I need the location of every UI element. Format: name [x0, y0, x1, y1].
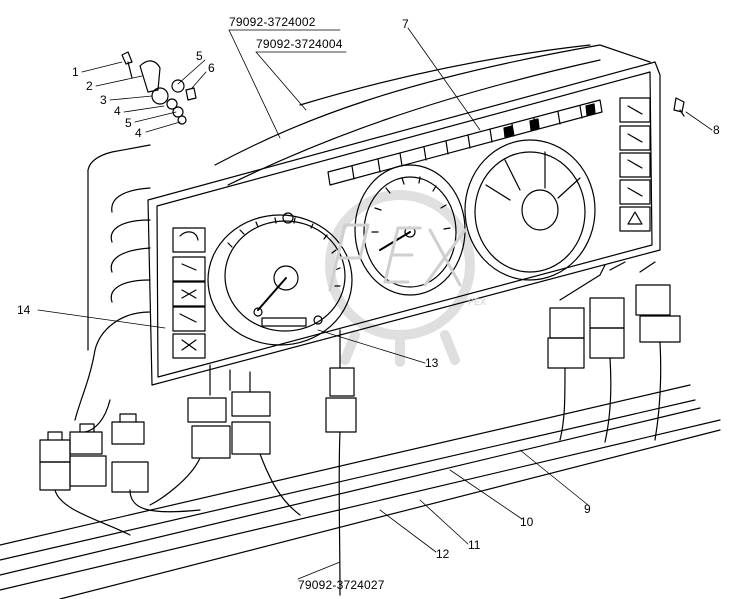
hardware-items: [121, 51, 197, 125]
item-8-lamp: [673, 97, 685, 117]
callout-5-upper: 5: [196, 49, 203, 63]
speedometer-gauge: [207, 212, 353, 346]
right-switch-column: [619, 97, 651, 232]
callout-11: 11: [468, 538, 481, 552]
right-connectors: [547, 261, 681, 443]
center-left-connectors: [149, 364, 301, 516]
center-connector: [325, 329, 357, 596]
callout-13: 13: [425, 356, 439, 370]
callout-6: 6: [208, 61, 215, 75]
callout-10: 10: [520, 515, 534, 529]
callout-7: 7: [402, 17, 409, 31]
callout-12: 12: [436, 547, 450, 561]
indicator-strip: [327, 99, 603, 186]
watermark-text: PEX: [468, 297, 487, 307]
callout-14: 14: [17, 303, 31, 317]
right-gauge: [464, 139, 596, 281]
part-code-bottom: 79092-3724027: [298, 578, 385, 592]
callout-9: 9: [584, 502, 591, 516]
callout-2: 2: [86, 79, 93, 93]
callout-4-upper: 4: [114, 104, 121, 118]
callout-5-lower: 5: [125, 116, 132, 130]
tachometer-gauge: [354, 164, 466, 296]
leader-lines: [37, 27, 713, 580]
callout-3: 3: [100, 93, 107, 107]
left-switch-column: [172, 227, 206, 359]
part-code-top-1: 79092-3724002: [229, 15, 316, 29]
callout-8: 8: [713, 123, 720, 137]
callout-4-lower: 4: [135, 126, 142, 140]
watermark-letters: [328, 223, 467, 292]
main-harness: [0, 384, 721, 599]
left-wire-bundle: [39, 187, 201, 536]
callout-1: 1: [72, 65, 79, 79]
watermark-gear: [325, 190, 475, 367]
part-code-top-2: 79092-3724004: [256, 37, 343, 51]
dashboard-panel: [87, 44, 661, 386]
